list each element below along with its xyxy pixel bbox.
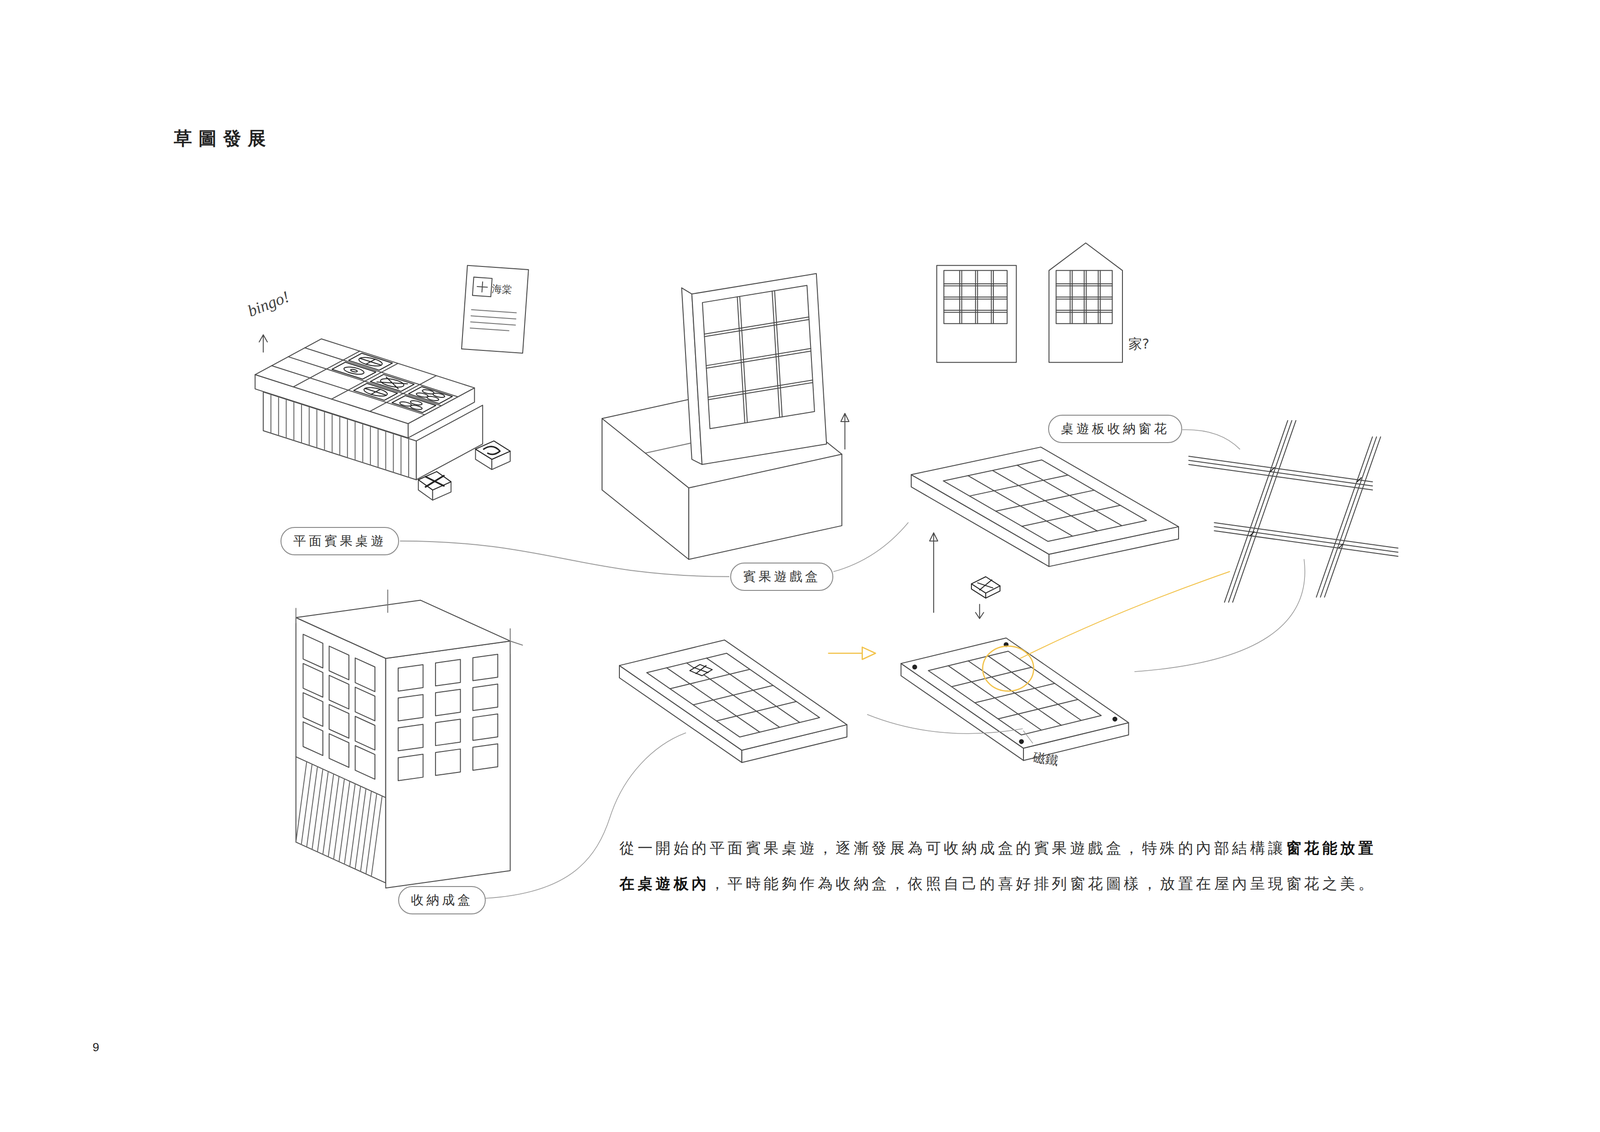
window-house-sketch: [936, 242, 1123, 363]
page-title: 草圖發展: [173, 125, 273, 151]
storage-board-sketch: [911, 446, 1179, 613]
annotation-label: bingo!: [244, 286, 292, 321]
body-text: 從一開始的平面賓果桌遊，逐漸發展為可收納成盒的賓果遊戲盒，特殊的內部結構讓: [619, 838, 1287, 857]
annotation-label: 海棠: [491, 281, 513, 297]
leader-lines: [485, 429, 1305, 899]
pill-text: 賓果遊戲盒: [742, 568, 821, 585]
annotation-text: 海棠: [491, 282, 513, 296]
annotation-label: 家?: [1128, 334, 1150, 354]
label-pill: 賓果遊戲盒: [730, 562, 834, 591]
description-paragraph: 從一開始的平面賓果桌遊，逐漸發展為可收納成盒的賓果遊戲盒，特殊的內部結構讓窗花能…: [619, 830, 1386, 902]
pill-text: 收納成盒: [410, 892, 473, 908]
board-sequence-sketch: [619, 576, 1129, 763]
connector: [400, 540, 730, 577]
storage-cube-sketch: [296, 589, 523, 888]
pill-text: 桌遊板收納窗花: [1060, 420, 1170, 437]
annotation-text: 家?: [1128, 335, 1150, 352]
label-pill: 桌遊板收納窗花: [1048, 414, 1183, 443]
title-text: 草圖發展: [173, 127, 273, 149]
label-pill: 收納成盒: [398, 885, 486, 915]
bingo-box-sketch: [602, 273, 849, 560]
annotation-label: 9: [92, 1039, 99, 1055]
body-text: ，平時能夠作為收納盒，依照自己的喜好排列窗花圖樣，放置在屋內呈現窗花之美。: [709, 874, 1377, 893]
annotation-text: 9: [92, 1039, 99, 1054]
annotation-text: 磁鐵: [1031, 748, 1060, 769]
label-pill: 平面賓果桌遊: [280, 526, 400, 556]
annotation-text: bingo!: [244, 287, 292, 321]
pill-text: 平面賓果桌遊: [293, 533, 387, 549]
bingo-board-sketch: [254, 265, 529, 501]
highlight-line: [1020, 571, 1230, 659]
